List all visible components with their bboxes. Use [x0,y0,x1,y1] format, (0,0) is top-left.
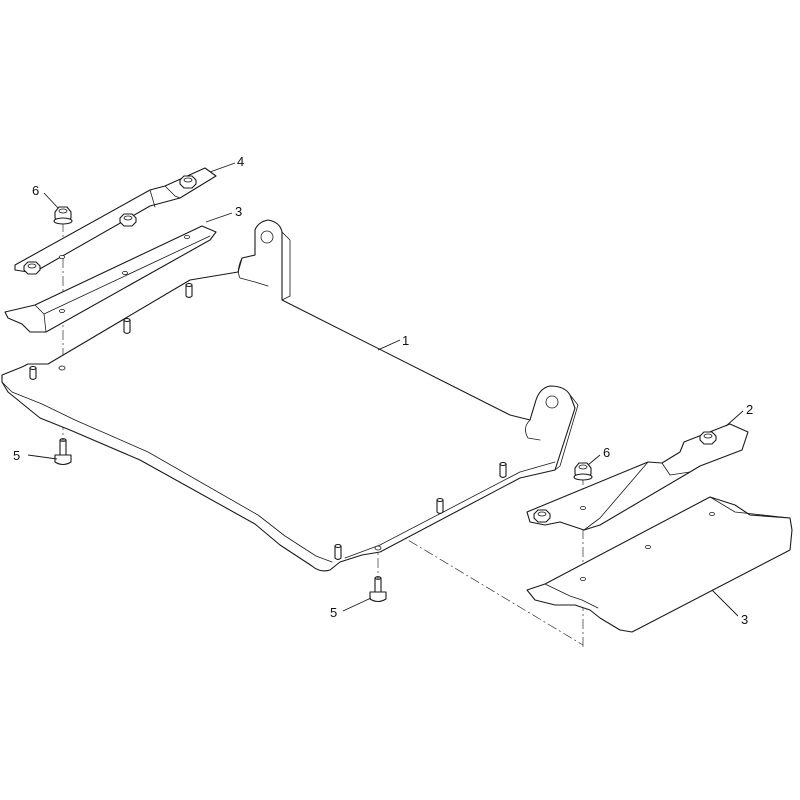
left-upper-bracket-hole [59,254,65,259]
right-upper-bracket-body [526,423,749,531]
right-upper-bracket-edge [583,461,649,531]
part-5-left-label: 5 [13,448,20,463]
leader-part-1 [377,339,401,351]
leader-lines [27,162,744,617]
part-6-left-label: 6 [32,183,39,198]
left-lower-bracket-hole-3 [184,234,190,239]
right-flange-nut [573,462,593,481]
nut-right-bracket-2 [533,509,551,523]
main-plate-outline [1,219,576,572]
leader-part-6-right [587,454,601,466]
right-bracket-side [554,394,579,471]
callout-labels: 1 2 3 3 4 5 5 6 6 [13,154,753,627]
left-flange-nut [53,206,73,225]
leader-part-4 [209,162,236,173]
left-lower-bracket-hole-1 [59,308,65,313]
right-upper-bracket [526,423,749,531]
left-bracket-nuts [23,175,197,275]
left-hitch-hole [260,230,274,244]
left-bolt [54,438,72,466]
right-lower-bracket-top-edge [709,496,791,519]
main-plate [1,219,579,572]
left-upper-bracket-tab-fold [164,185,181,199]
plate-hole-left [58,365,66,371]
right-hitch-hole [545,395,559,409]
stud-2 [123,317,131,335]
leader-part-5-center [342,597,372,612]
right-lower-bracket-body [526,496,793,633]
right-lower-bracket-hole-3 [709,512,715,517]
left-bracket-side [281,231,291,301]
part-3-right-label: 3 [741,612,748,627]
left-lower-bracket-edge [43,235,211,315]
leader-part-3-right [711,589,739,617]
leader-part-5-left [27,454,58,460]
part-1-label: 1 [402,333,409,348]
left-bracket-fold [238,257,269,287]
stud-6 [499,461,507,479]
right-upper-bracket-step [661,462,691,476]
plate-studs [29,282,507,561]
left-lower-bracket-hole-2 [122,270,128,275]
left-upper-bracket-step [149,189,156,208]
plate-hole-center [374,545,382,551]
leader-part-2 [725,410,744,427]
center-bolt [369,576,387,603]
nut-upper-bracket-3 [23,261,41,275]
leader-part-3-left [205,212,233,223]
main-plate-right-edge [344,461,556,559]
right-bracket-nuts [533,431,717,523]
right-upper-bracket-hole [580,505,586,510]
left-lower-bracket-body [4,225,217,333]
right-lower-bracket-hole-1 [580,577,586,582]
part-4-label: 4 [237,154,244,169]
stud-5 [436,497,444,515]
stud-3 [185,282,193,299]
nut-upper-bracket-1 [119,213,137,227]
right-lower-bracket [526,496,793,633]
main-plate-front-edge [1,381,333,563]
stud-1 [29,365,37,381]
part-5-center-label: 5 [330,605,337,620]
stud-4 [334,543,342,561]
nut-right-bracket-1 [699,431,717,445]
centerline-right-diagonal [377,521,584,646]
part-3-left-label: 3 [235,204,242,219]
right-lower-bracket-hole-2 [645,545,651,550]
nut-upper-bracket-2 [179,175,197,189]
right-bracket-fold [525,419,541,441]
right-lower-bracket-fold [544,583,599,609]
part-2-label: 2 [746,402,753,417]
part-6-right-label: 6 [603,445,610,460]
left-upper-bracket [14,167,217,273]
leader-part-6-left [43,192,59,209]
left-lower-bracket [4,225,217,333]
